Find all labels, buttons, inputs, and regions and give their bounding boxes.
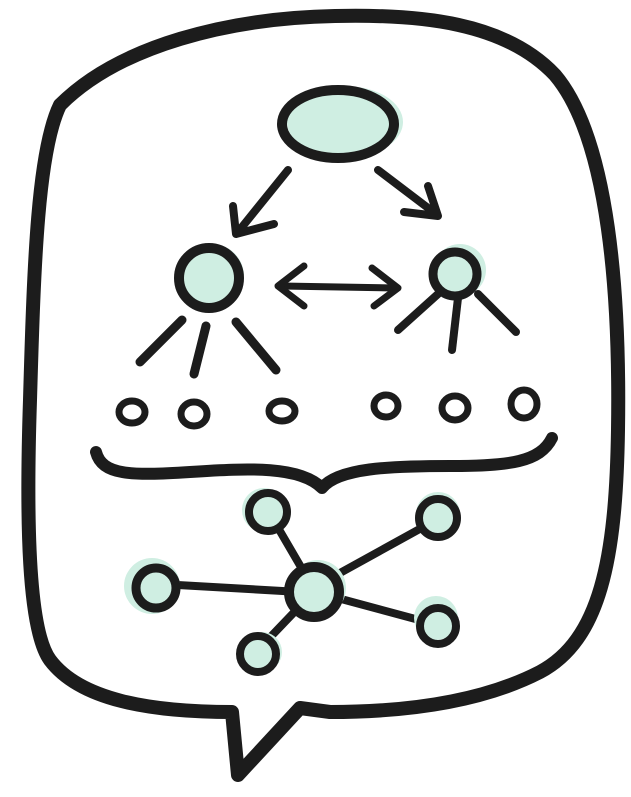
speech-bubble-outline [21,8,626,782]
hierarchy-diagram [115,85,541,430]
right-child-branches [394,290,520,354]
spoke-node-left [124,558,181,614]
spoke-node-top-right [415,492,461,541]
leaf-node [438,392,472,424]
leaf-node [115,397,149,427]
bidirectional-arrow [274,262,402,310]
root-node [277,85,403,163]
right-child-node [428,244,486,301]
arrow-down-right [374,166,442,220]
leaf-node [370,391,402,421]
leaf-node [177,398,211,430]
spoke-node-bottom [236,632,282,676]
arrow-down-left [229,166,292,238]
leaf-node [265,397,299,425]
spoke-node-top [242,488,291,535]
left-child-branches [135,315,281,379]
left-child-node [174,243,244,313]
leaf-node [507,386,541,422]
curly-brace-divider [90,432,558,494]
hub-and-spoke-diagram [124,488,461,676]
spoke-node-bottom-right [414,596,460,648]
hub-node [284,560,346,622]
leaf-nodes [115,386,541,430]
